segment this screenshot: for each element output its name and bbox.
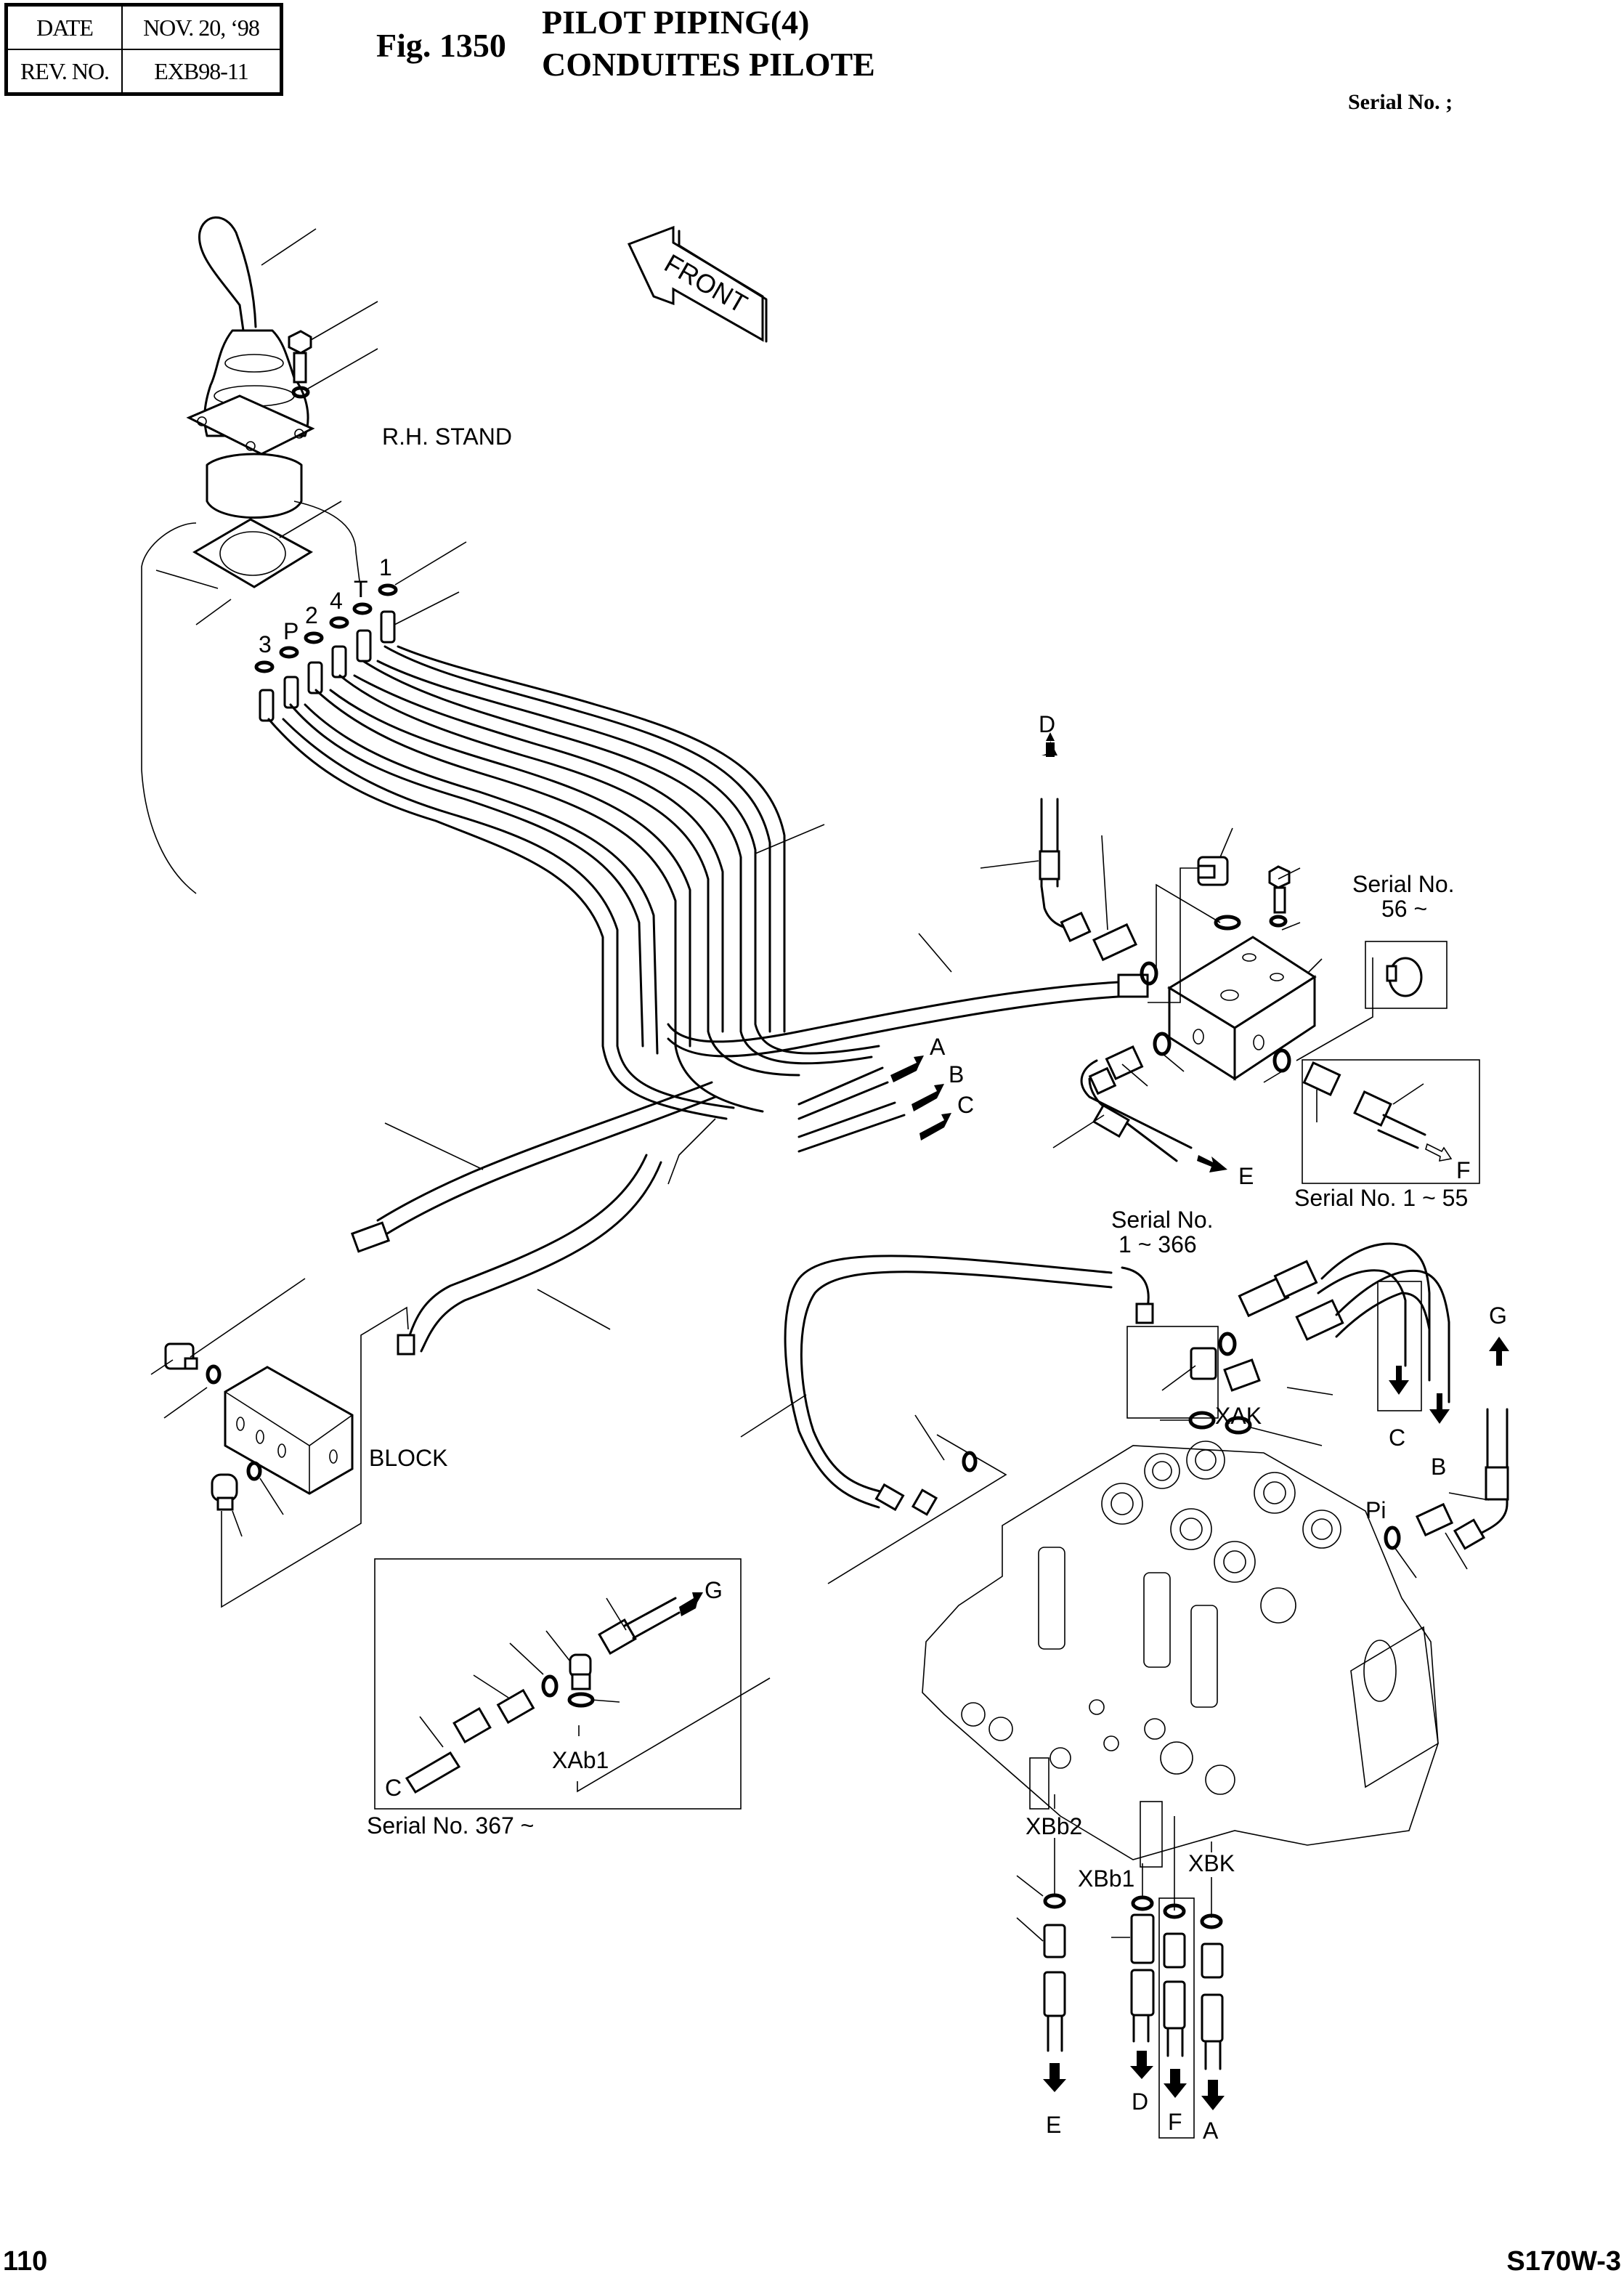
rh-stand-console [141, 501, 360, 894]
connection-label-e-bottom: E [1046, 2112, 1061, 2138]
serial-56-plug-inset [1296, 941, 1448, 1061]
port-label-3: 3 [259, 631, 272, 657]
block-label: BLOCK [369, 1445, 447, 1471]
serial-number-header: Serial No. ; [1348, 90, 1453, 114]
valve-port-label-xab1: XAb1 [552, 1747, 609, 1773]
shuttle-block-assembly [980, 732, 1323, 1172]
date-value: NOV. 20, ‘98 [121, 4, 283, 50]
connection-label-d-bottom: D [1132, 2088, 1148, 2115]
model-number: S170W-3 [1506, 2246, 1621, 2277]
xak-fittings [1126, 1242, 1450, 1446]
port-label-p: P [283, 618, 299, 644]
serial-1-55-inset [1302, 1059, 1480, 1184]
pilot-hose-bundle [267, 645, 1149, 1356]
serial-367-label: Serial No. 367 ~ [367, 1812, 534, 1839]
connection-label-b-down: B [1431, 1454, 1446, 1480]
valve-port-label-xbb2: XBb2 [1026, 1813, 1082, 1839]
valve-port-label-xbb1: XBb1 [1078, 1865, 1134, 1892]
serial-1-366-label-line2: 1 ~ 366 [1118, 1231, 1197, 1257]
connection-label-c: C [957, 1092, 974, 1118]
connection-label-g-inset: G [705, 1577, 723, 1603]
port-label-4: 4 [330, 588, 343, 614]
pi-port-hose [1384, 1337, 1509, 1579]
port-label-1: 1 [379, 554, 392, 580]
serial-1-55-label: Serial No. 1 ~ 55 [1294, 1185, 1468, 1211]
page-title-english: PILOT PIPING(4) [542, 4, 810, 41]
connection-label-b: B [949, 1061, 964, 1087]
rev-label: REV. NO. [5, 49, 123, 95]
serial-56-label-line2: 56 ~ [1381, 896, 1427, 922]
page-number: 110 [3, 2246, 48, 2277]
connection-label-a: A [930, 1034, 946, 1060]
return-hose-assembly [740, 1255, 1154, 1584]
connection-label-f-inset: F [1456, 1157, 1471, 1183]
connection-label-f-bottom: F [1168, 2109, 1182, 2135]
connection-label-e-mid: E [1238, 1163, 1254, 1189]
connection-label-d-top: D [1039, 711, 1055, 737]
bottom-port-fittings [1016, 1794, 1225, 2139]
revision-table: DATE NOV. 20, ‘98 REV. NO. EXB98-11 [4, 3, 283, 96]
connection-label-c-inset: C [385, 1775, 402, 1801]
serial-367-inset [374, 1558, 771, 1810]
serial-1-366-label-line1: Serial No. [1111, 1207, 1214, 1233]
serial-56-label-line1: Serial No. [1352, 871, 1455, 897]
page-title-french: CONDUITES PILOTE [542, 46, 875, 83]
front-arrow-icon: FRONT [627, 225, 768, 343]
junction-block [150, 1278, 409, 1608]
valve-port-label-xbk: XBK [1188, 1850, 1235, 1876]
connection-arrows-abc [890, 1056, 951, 1140]
connection-label-g-up: G [1489, 1302, 1507, 1329]
connection-label-a-bottom: A [1203, 2118, 1219, 2144]
date-label: DATE [5, 4, 123, 50]
rev-value: EXB98-11 [121, 49, 283, 95]
rh-stand-label: R.H. STAND [382, 424, 512, 450]
figure-number: Fig. 1350 [376, 27, 506, 64]
joystick-lever [186, 216, 378, 519]
main-control-valve [922, 1441, 1439, 1868]
port-label-t: T [354, 576, 368, 602]
valve-port-label-xak: XAK [1215, 1403, 1262, 1429]
connection-label-c-down: C [1389, 1425, 1405, 1451]
port-fittings [254, 541, 467, 722]
port-label-2: 2 [305, 602, 318, 628]
